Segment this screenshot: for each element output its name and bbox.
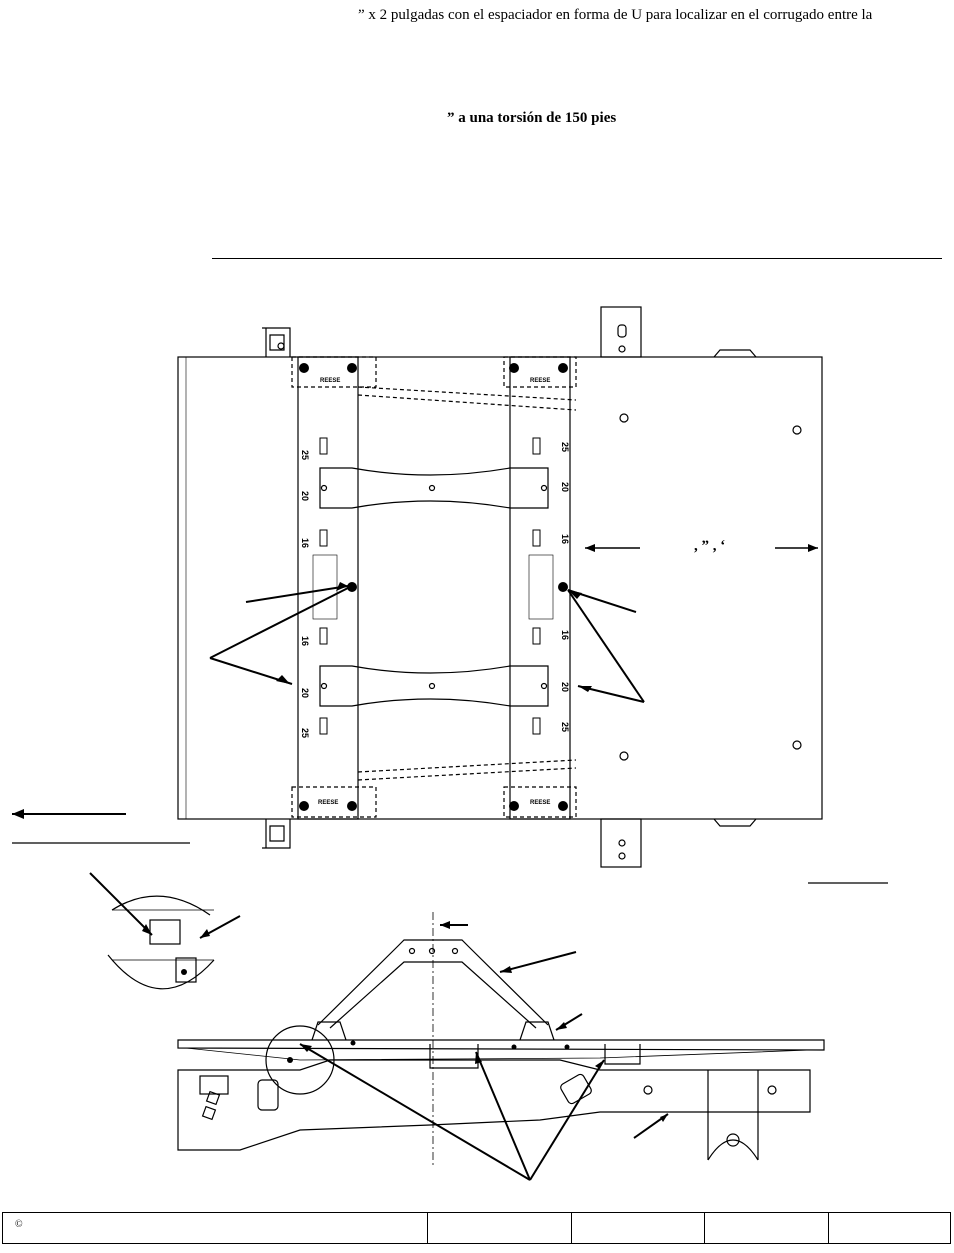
footer-cell	[829, 1213, 950, 1243]
bed-floor-outline	[177, 356, 823, 820]
rail-number: 20	[560, 482, 570, 492]
rail-number: 16	[560, 630, 570, 640]
cross-member-upper	[319, 467, 549, 509]
rail-number: 16	[300, 636, 310, 646]
truck-frame	[177, 1059, 811, 1151]
rail-number: 25	[560, 442, 570, 452]
rail-number: 25	[300, 728, 310, 738]
rail-number: 20	[560, 682, 570, 692]
bed-side-profile	[177, 1039, 825, 1051]
hitch-arch	[317, 939, 549, 1026]
brand-label: REESE	[530, 800, 550, 806]
rail-number: 20	[300, 491, 310, 501]
rail-number: 20	[300, 688, 310, 698]
installation-diagram: 25 20 16 16 20 25 25 20 16 16 20 25 REES…	[12, 306, 888, 1181]
footer-cell	[428, 1213, 572, 1243]
footer-cell-copyright: ©	[3, 1213, 428, 1243]
frame-bracket-top-left	[262, 327, 291, 357]
rail-number: 16	[300, 538, 310, 548]
rail-number: 25	[300, 450, 310, 460]
instruction-line-2-bold: ” a una torsión de 150 pies	[447, 110, 617, 126]
instruction-line-1: ” x 2 pulgadas con el espaciador en form…	[358, 7, 873, 23]
rail-number: 16	[560, 534, 570, 544]
footer-cell	[572, 1213, 705, 1243]
frame-bracket-bottom-left	[262, 819, 291, 849]
frame-plate-top-right	[600, 306, 642, 358]
cross-member-lower	[319, 665, 549, 707]
brand-label: REESE	[318, 800, 338, 806]
dimension-marks: , ” , ‘	[694, 538, 725, 554]
footer-cell	[705, 1213, 829, 1243]
frame-plate-bottom-right	[600, 818, 642, 868]
horizontal-rule	[212, 258, 942, 259]
rail-number: 25	[560, 722, 570, 732]
footer-table: ©	[2, 1212, 951, 1244]
brand-label: REESE	[530, 378, 550, 384]
brand-label: REESE	[320, 378, 340, 384]
copyright-symbol: ©	[15, 1219, 23, 1230]
